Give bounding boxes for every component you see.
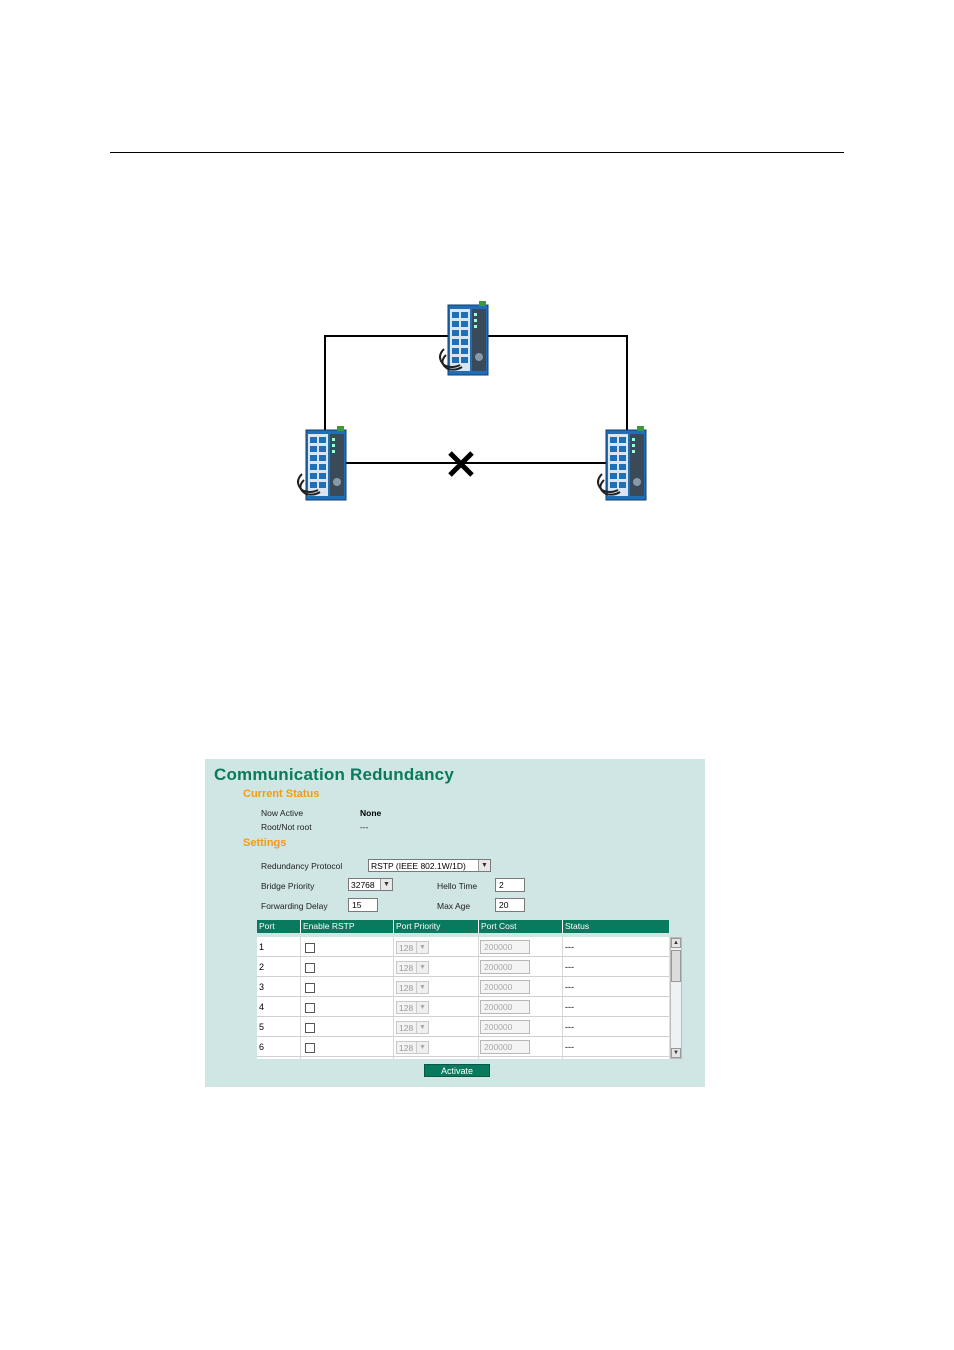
port-number: 2	[259, 962, 265, 972]
table-row: 6 128▼ 200000 ---	[257, 1037, 669, 1057]
port-table-header: Port Enable RSTP Port Priority Port Cost…	[257, 920, 669, 933]
header-rule	[110, 152, 844, 153]
chevron-down-icon: ▼	[416, 962, 428, 973]
port-priority-select[interactable]: 128▼	[396, 1001, 429, 1014]
port-number: 1	[259, 942, 265, 952]
port-cost-input[interactable]: 200000	[480, 940, 530, 954]
column-header-port-priority: Port Priority	[396, 921, 441, 931]
max-age-input[interactable]: 20	[495, 898, 525, 912]
chevron-down-icon: ▼	[416, 942, 428, 953]
max-age-label: Max Age	[437, 901, 471, 911]
root-label: Root/Not root	[261, 822, 312, 832]
blocked-link-x-icon	[448, 451, 474, 477]
redundancy-protocol-label: Redundancy Protocol	[261, 861, 343, 871]
column-header-port: Port	[259, 921, 275, 931]
chevron-down-icon: ▼	[478, 860, 490, 871]
now-active-label: Now Active	[261, 808, 304, 818]
enable-rstp-checkbox[interactable]	[305, 1023, 315, 1033]
rstp-ring-diagram	[297, 300, 647, 501]
column-header-enable-rstp: Enable RSTP	[303, 921, 355, 931]
bridge-priority-label: Bridge Priority	[261, 881, 315, 891]
port-priority-select[interactable]: 128▼	[396, 981, 429, 994]
now-active-value: None	[360, 808, 382, 818]
port-status: ---	[565, 1002, 574, 1012]
port-status: ---	[565, 1022, 574, 1032]
forwarding-delay-input[interactable]: 15	[348, 898, 378, 912]
table-row: 1 128▼ 200000 ---	[257, 937, 669, 957]
port-priority-select[interactable]: 128▼	[396, 941, 429, 954]
port-status: ---	[565, 982, 574, 992]
port-number: 4	[259, 1002, 265, 1012]
enable-rstp-checkbox[interactable]	[305, 943, 315, 953]
port-number: 5	[259, 1022, 265, 1032]
port-priority-select[interactable]: 128▼	[396, 1021, 429, 1034]
hello-time-label: Hello Time	[437, 881, 478, 891]
settings-heading: Settings	[243, 837, 287, 849]
table-scrollbar[interactable]: ▲ ▼	[670, 937, 682, 1059]
port-cost-input[interactable]: 200000	[480, 1000, 530, 1014]
enable-rstp-checkbox[interactable]	[305, 963, 315, 973]
table-row: 4 128▼ 200000 ---	[257, 997, 669, 1017]
column-header-port-cost: Port Cost	[481, 921, 517, 931]
root-value: ---	[360, 822, 369, 832]
port-number: 3	[259, 982, 265, 992]
forwarding-delay-label: Forwarding Delay	[261, 901, 328, 911]
enable-rstp-checkbox[interactable]	[305, 1043, 315, 1053]
chevron-down-icon: ▼	[416, 1002, 428, 1013]
page-title: Communication Redundancy	[214, 765, 454, 784]
port-status: ---	[565, 942, 574, 952]
port-priority-select[interactable]: 128▼	[396, 961, 429, 974]
scrollbar-thumb[interactable]	[671, 950, 681, 982]
table-row: 5 128▼ 200000 ---	[257, 1017, 669, 1037]
communication-redundancy-panel: Communication Redundancy Current Status …	[205, 759, 705, 1087]
activate-button[interactable]: Activate	[424, 1064, 490, 1077]
port-status: ---	[565, 962, 574, 972]
enable-rstp-checkbox[interactable]	[305, 1003, 315, 1013]
chevron-down-icon: ▼	[380, 879, 392, 890]
chevron-down-icon: ▼	[416, 1022, 428, 1033]
port-table: 1 128▼ 200000 --- 2 128▼ 200000 --- 3 12…	[257, 937, 669, 1059]
switch-icon	[439, 300, 489, 376]
current-status-heading: Current Status	[243, 788, 320, 800]
port-priority-select[interactable]: 128▼	[396, 1041, 429, 1054]
port-cost-input[interactable]: 200000	[480, 980, 530, 994]
scroll-down-icon[interactable]: ▼	[671, 1048, 681, 1058]
chevron-down-icon: ▼	[416, 1042, 428, 1053]
column-header-status: Status	[565, 921, 590, 931]
port-cost-input[interactable]: 200000	[480, 1020, 530, 1034]
port-number: 6	[259, 1042, 265, 1052]
hello-time-input[interactable]: 2	[495, 878, 525, 892]
bridge-priority-select[interactable]: 32768 ▼	[348, 878, 393, 891]
port-cost-input[interactable]: 200000	[480, 960, 530, 974]
enable-rstp-checkbox[interactable]	[305, 983, 315, 993]
port-cost-input[interactable]: 200000	[480, 1040, 530, 1054]
table-row: 2 128▼ 200000 ---	[257, 957, 669, 977]
chevron-down-icon: ▼	[416, 982, 428, 993]
scroll-up-icon[interactable]: ▲	[671, 938, 681, 948]
table-row: 3 128▼ 200000 ---	[257, 977, 669, 997]
switch-icon	[297, 425, 347, 501]
port-status: ---	[565, 1042, 574, 1052]
redundancy-protocol-select[interactable]: RSTP (IEEE 802.1W/1D) ▼	[368, 859, 491, 872]
